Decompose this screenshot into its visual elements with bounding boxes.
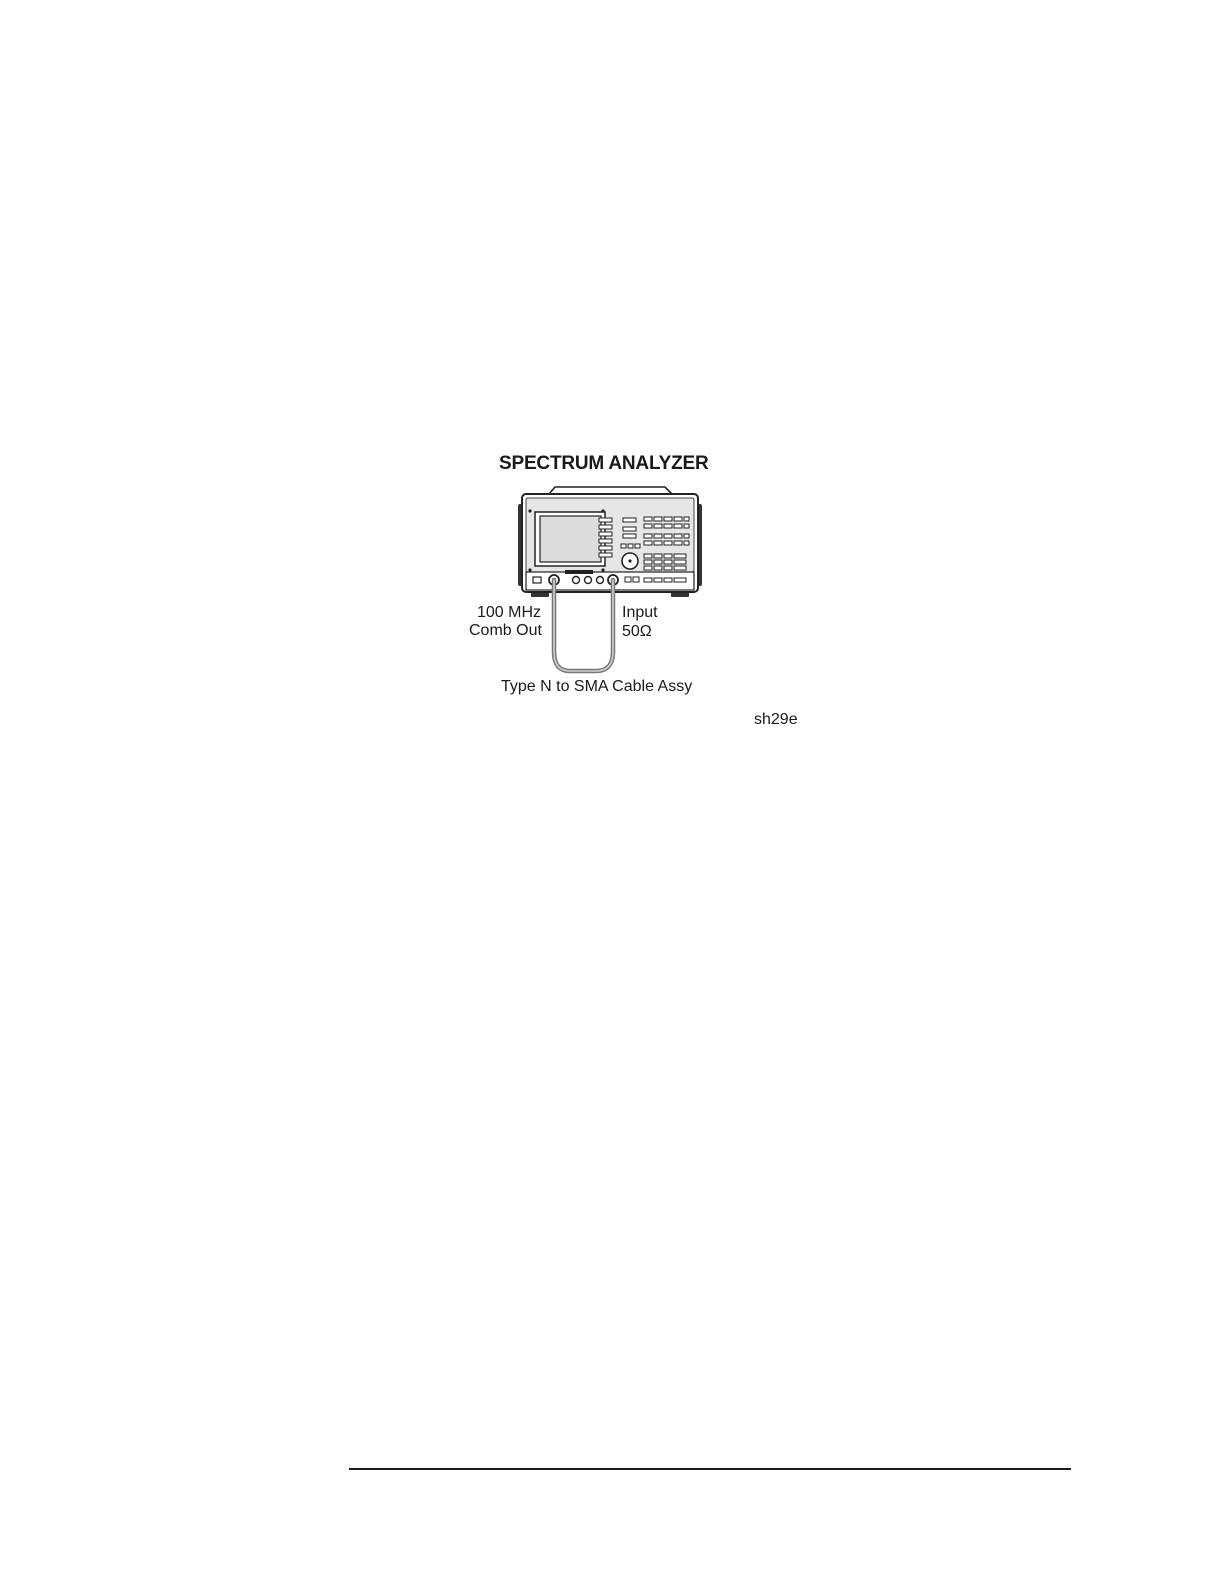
- footer-rule: [349, 1468, 1071, 1470]
- comb-out-label-line1: 100 MHz: [477, 605, 541, 621]
- input-label-line2: 50Ω: [622, 624, 652, 640]
- input-label-line1: Input: [622, 605, 658, 621]
- cable-label: Type N to SMA Cable Assy: [501, 679, 692, 695]
- figure-title: SPECTRUM ANALYZER: [499, 454, 709, 473]
- comb-out-label-line2: Comb Out: [469, 623, 542, 639]
- figure-id: sh29e: [754, 712, 798, 728]
- cable-assembly: [540, 572, 624, 676]
